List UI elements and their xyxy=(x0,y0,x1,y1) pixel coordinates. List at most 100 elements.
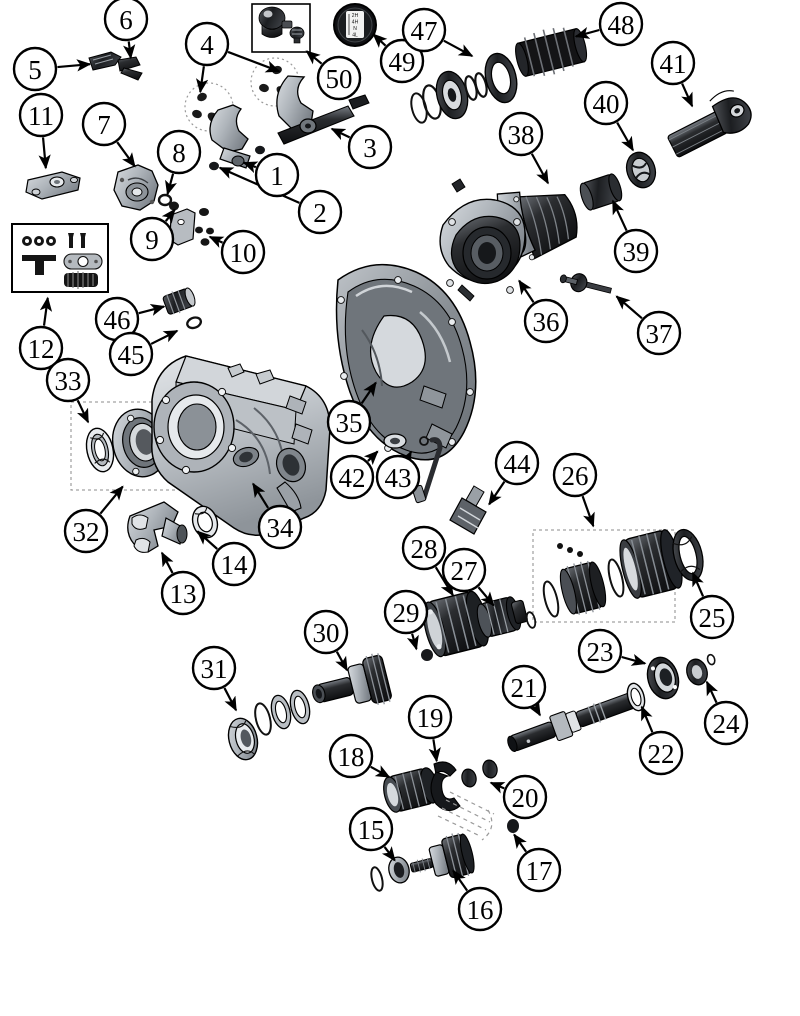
callout-bubble-16[interactable]: 16 xyxy=(457,886,503,932)
callout-bubble-36[interactable]: 36 xyxy=(523,298,569,344)
callout-bubble-31[interactable]: 31 xyxy=(191,645,237,691)
callout-circle-38 xyxy=(498,111,544,157)
shift-forks-1-2-3 xyxy=(209,75,370,171)
callout-bubble-49[interactable]: 49 xyxy=(379,38,425,84)
callout-bubble-43[interactable]: 43 xyxy=(375,454,421,500)
dashed-spring-guide xyxy=(437,791,495,841)
callout-bubble-39[interactable]: 39 xyxy=(613,228,659,274)
seal-14 xyxy=(191,505,219,539)
callout-circle-33 xyxy=(45,357,91,403)
callout-circle-40 xyxy=(583,80,629,126)
callout-bubble-1[interactable]: 1 xyxy=(254,152,300,198)
callout-number-42: 42 xyxy=(339,463,366,493)
callout-number-1: 1 xyxy=(270,161,284,191)
callout-bubble-24[interactable]: 24 xyxy=(703,700,749,746)
callout-bubble-45[interactable]: 45 xyxy=(108,331,154,377)
magnet-plug-46-45 xyxy=(162,287,203,330)
callout-bubble-37[interactable]: 37 xyxy=(636,310,682,356)
svg-text:4H: 4H xyxy=(352,20,359,26)
callout-bubble-27[interactable]: 27 xyxy=(441,547,487,593)
callout-leader-32 xyxy=(99,485,124,515)
callout-bubble-42[interactable]: 42 xyxy=(329,454,375,500)
callout-leader-20 xyxy=(489,781,506,794)
callout-bubble-5[interactable]: 5 xyxy=(12,46,58,92)
callout-circle-45 xyxy=(108,331,154,377)
callout-bubble-20[interactable]: 20 xyxy=(502,774,548,820)
callout-bubble-47[interactable]: 47 xyxy=(401,7,447,53)
callout-leader-18 xyxy=(370,765,391,778)
svg-text:4L: 4L xyxy=(352,33,358,39)
callout-bubble-25[interactable]: 25 xyxy=(689,594,735,640)
callout-bubble-7[interactable]: 7 xyxy=(81,101,127,147)
callout-number-10: 10 xyxy=(230,238,257,268)
callout-leader-6 xyxy=(123,41,136,60)
callout-bubble-34[interactable]: 34 xyxy=(257,504,303,550)
callout-bubble-48[interactable]: 48 xyxy=(598,1,644,47)
callout-bubble-14[interactable]: 14 xyxy=(211,541,257,587)
callout-leader-29 xyxy=(406,633,419,651)
callout-bubble-38[interactable]: 38 xyxy=(498,111,544,157)
callout-bubble-44[interactable]: 44 xyxy=(494,440,540,486)
callout-bubble-41[interactable]: 41 xyxy=(650,40,696,86)
callout-number-6: 6 xyxy=(119,5,133,35)
callout-bubble-18[interactable]: 18 xyxy=(328,733,374,779)
callout-leader-31 xyxy=(223,687,238,712)
callout-bubble-4[interactable]: 4 xyxy=(184,21,230,67)
callout-number-16: 16 xyxy=(467,895,494,925)
callout-bubble-30[interactable]: 30 xyxy=(303,609,349,655)
callout-bubble-40[interactable]: 40 xyxy=(583,80,629,126)
callout-leader-27 xyxy=(477,586,495,607)
callout-bubble-11[interactable]: 11 xyxy=(18,92,64,138)
callout-bubble-15[interactable]: 15 xyxy=(348,806,394,852)
callout-bubble-22[interactable]: 22 xyxy=(638,730,684,776)
callout-number-43: 43 xyxy=(385,463,412,493)
callout-number-17: 17 xyxy=(526,856,553,886)
callout-number-18: 18 xyxy=(338,742,365,772)
callout-bubble-32[interactable]: 32 xyxy=(63,508,109,554)
callout-leader-7 xyxy=(116,141,136,168)
callout-bubble-28[interactable]: 28 xyxy=(401,525,447,571)
callout-circle-44 xyxy=(494,440,540,486)
callout-number-32: 32 xyxy=(73,517,100,547)
callout-bubble-35[interactable]: 35 xyxy=(326,399,372,445)
callout-leader-35 xyxy=(360,381,377,405)
callout-bubble-13[interactable]: 13 xyxy=(160,570,206,616)
hardware-kit-inset-12 xyxy=(11,223,109,293)
callout-bubble-8[interactable]: 8 xyxy=(156,129,202,175)
callout-circle-20 xyxy=(502,774,548,820)
callout-leader-17 xyxy=(513,833,527,853)
callout-bubble-50[interactable]: 50 xyxy=(316,55,362,101)
callout-circle-15 xyxy=(348,806,394,852)
callout-leader-46 xyxy=(138,303,166,316)
callout-bubble-46[interactable]: 46 xyxy=(94,296,140,342)
callout-leader-34 xyxy=(252,482,270,509)
callout-number-50: 50 xyxy=(326,64,353,94)
callout-bubble-21[interactable]: 21 xyxy=(501,664,547,710)
callout-bubble-9[interactable]: 9 xyxy=(129,216,175,262)
ball-29 xyxy=(421,649,433,661)
front-yoke-13 xyxy=(127,501,188,553)
callout-leader-48 xyxy=(574,27,600,39)
callout-number-34: 34 xyxy=(267,513,295,543)
svg-text:2H: 2H xyxy=(352,13,359,19)
svg-text:N: N xyxy=(353,26,357,32)
callout-circle-19 xyxy=(407,694,453,740)
callout-bubble-10[interactable]: 10 xyxy=(220,229,266,275)
callout-bubble-6[interactable]: 6 xyxy=(103,0,149,42)
callout-bubble-33[interactable]: 33 xyxy=(45,357,91,403)
callout-leader-14 xyxy=(196,530,218,550)
callout-leader-15 xyxy=(381,846,396,862)
callout-bubble-3[interactable]: 3 xyxy=(347,124,393,170)
callout-bubble-12[interactable]: 12 xyxy=(18,325,64,371)
callout-bubble-17[interactable]: 17 xyxy=(516,847,562,893)
rear-adapter-housing-36 xyxy=(439,178,526,302)
callout-circle-29 xyxy=(383,589,429,635)
callout-bubble-2[interactable]: 2 xyxy=(297,189,343,235)
callout-bubble-29[interactable]: 29 xyxy=(383,589,429,635)
callout-bubble-19[interactable]: 19 xyxy=(407,694,453,740)
callout-bubble-23[interactable]: 23 xyxy=(577,628,623,674)
callout-number-27: 27 xyxy=(451,556,478,586)
callout-bubble-26[interactable]: 26 xyxy=(552,452,598,498)
callout-circle-31 xyxy=(191,645,237,691)
